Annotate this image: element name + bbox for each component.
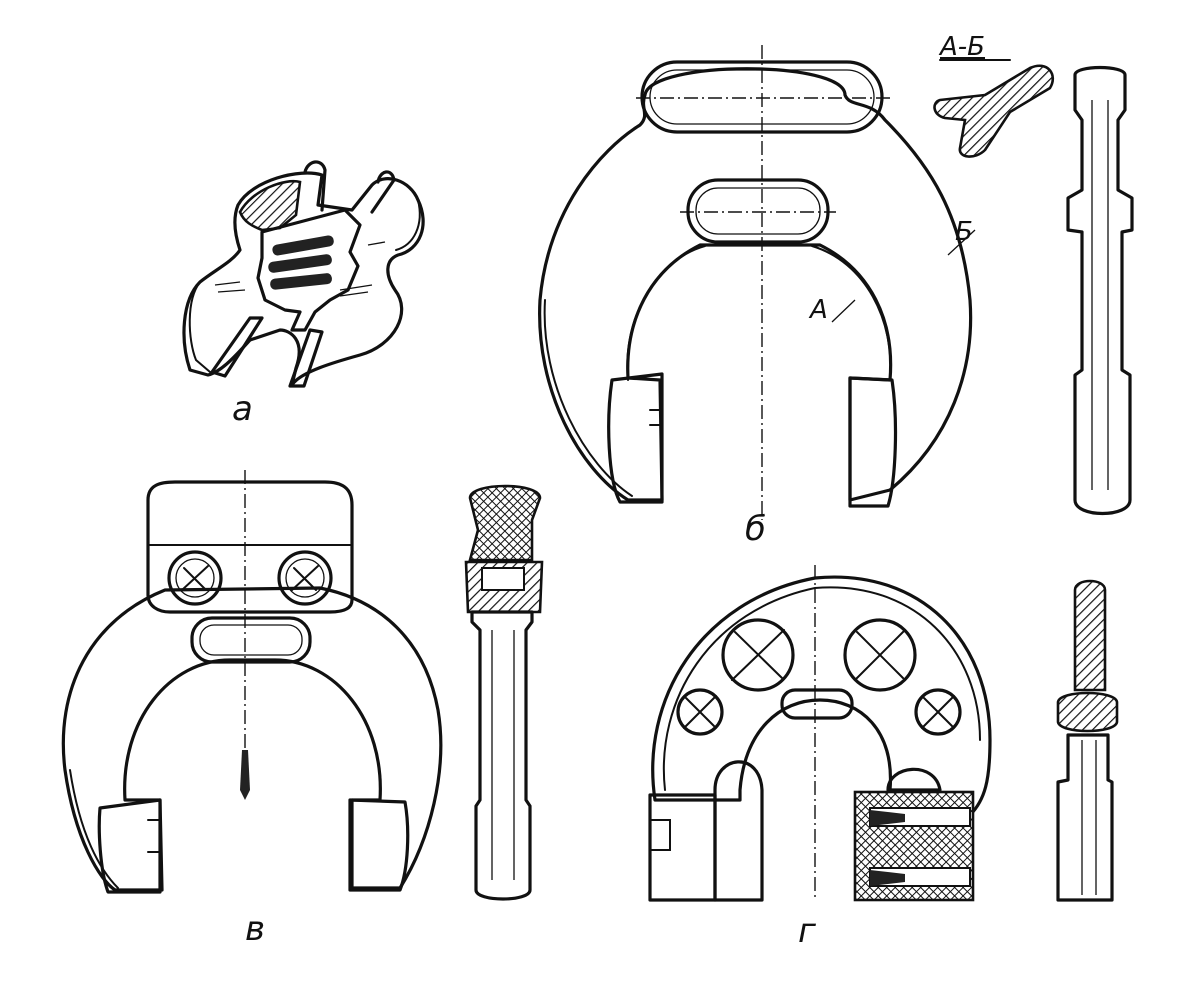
section-a-b	[933, 64, 1055, 158]
label-a: а	[232, 389, 253, 429]
label-g: г	[798, 911, 817, 951]
marker-A: А	[808, 295, 828, 325]
figure-g-drawing	[648, 565, 992, 902]
figure-a-drawing	[182, 160, 425, 388]
figure-v-drawing	[61, 470, 443, 894]
pin-b	[1066, 65, 1134, 516]
section-title: А-Б	[938, 32, 985, 62]
label-v: в	[245, 909, 265, 949]
figure-b-drawing	[538, 45, 976, 520]
label-b: б	[745, 509, 766, 549]
pin-g	[1056, 579, 1119, 902]
marker-B: Б	[955, 217, 973, 247]
pin-v	[464, 484, 544, 901]
